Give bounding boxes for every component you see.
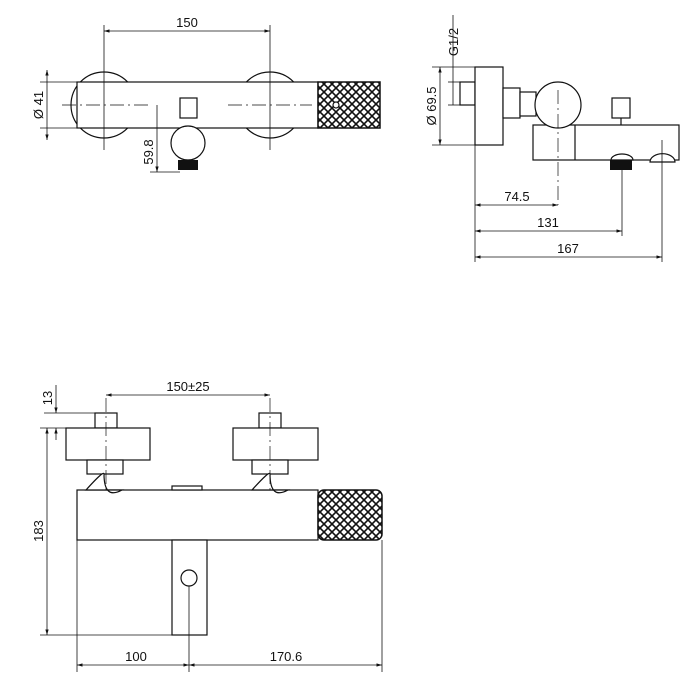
- connector: [502, 87, 521, 119]
- inlet-stub: [459, 81, 476, 106]
- top-view: 150 Ø 41 59.8: [31, 15, 381, 173]
- spout-aerator: [649, 153, 676, 163]
- side-view: G1/2 Ø 69.5 74.5 131 167: [424, 15, 680, 262]
- dim-stub: 13: [40, 391, 55, 405]
- dim-thread: G1/2: [446, 28, 461, 56]
- front-view: 150±25 13 183 100 170.6: [31, 379, 383, 672]
- right-plate: [232, 427, 319, 461]
- outlet-nut: [178, 160, 198, 170]
- dim-axis: 74.5: [504, 189, 529, 204]
- diverter-knob: [179, 97, 198, 119]
- dim-spout: 167: [557, 241, 579, 256]
- dim-spacing: 150: [176, 15, 198, 30]
- dim-outlet-side: 131: [537, 215, 559, 230]
- dim-plate: Ø 69.5: [424, 86, 439, 125]
- diverter-knob: [611, 97, 631, 119]
- shower-outlet: [610, 160, 632, 170]
- dim-height: 183: [31, 520, 46, 542]
- left-plate: [65, 427, 151, 461]
- wall-plate: [474, 66, 504, 146]
- knurled-handle: [317, 81, 381, 129]
- dim-diameter: Ø 41: [31, 91, 46, 119]
- spout: [171, 539, 208, 636]
- dim-left: 100: [125, 649, 147, 664]
- knurled-handle: [317, 489, 383, 541]
- spout-body: [532, 124, 680, 161]
- dim-right: 170.6: [270, 649, 303, 664]
- dim-outlet: 59.8: [141, 139, 156, 164]
- outlet-body: [170, 125, 206, 161]
- mixer-body: [76, 489, 319, 541]
- dim-spacing-front: 150±25: [166, 379, 209, 394]
